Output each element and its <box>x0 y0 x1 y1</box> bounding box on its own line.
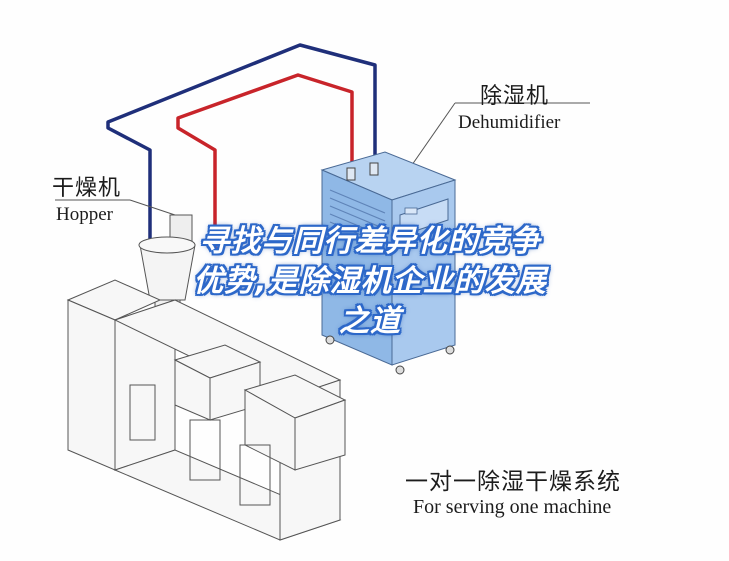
hopper-label-zh: 干燥机 <box>52 176 122 201</box>
return-pipe-blue <box>106 43 377 245</box>
molding-machine <box>66 279 347 541</box>
system-title-zh: 一对一除湿干燥系统 <box>405 469 621 495</box>
dehumidifier-label-en: Dehumidifier <box>458 112 561 133</box>
overlay-headline: 寻找与同行差异化的竞争 优势,是除湿机企业的发展 之道 <box>90 222 650 342</box>
system-title-en: For serving one machine <box>413 496 612 518</box>
overlay-line-2: 优势,是除湿机企业的发展 <box>193 264 547 299</box>
hopper-label-en: Hopper <box>56 204 113 225</box>
overlay-line-1: 寻找与同行差异化的竞争 <box>199 224 541 259</box>
supply-pipe-red <box>176 73 354 250</box>
overlay-line-3: 之道 <box>339 304 401 339</box>
dehumidifier-label-zh: 除湿机 <box>480 84 550 109</box>
dehumidifier-unit <box>320 151 457 375</box>
